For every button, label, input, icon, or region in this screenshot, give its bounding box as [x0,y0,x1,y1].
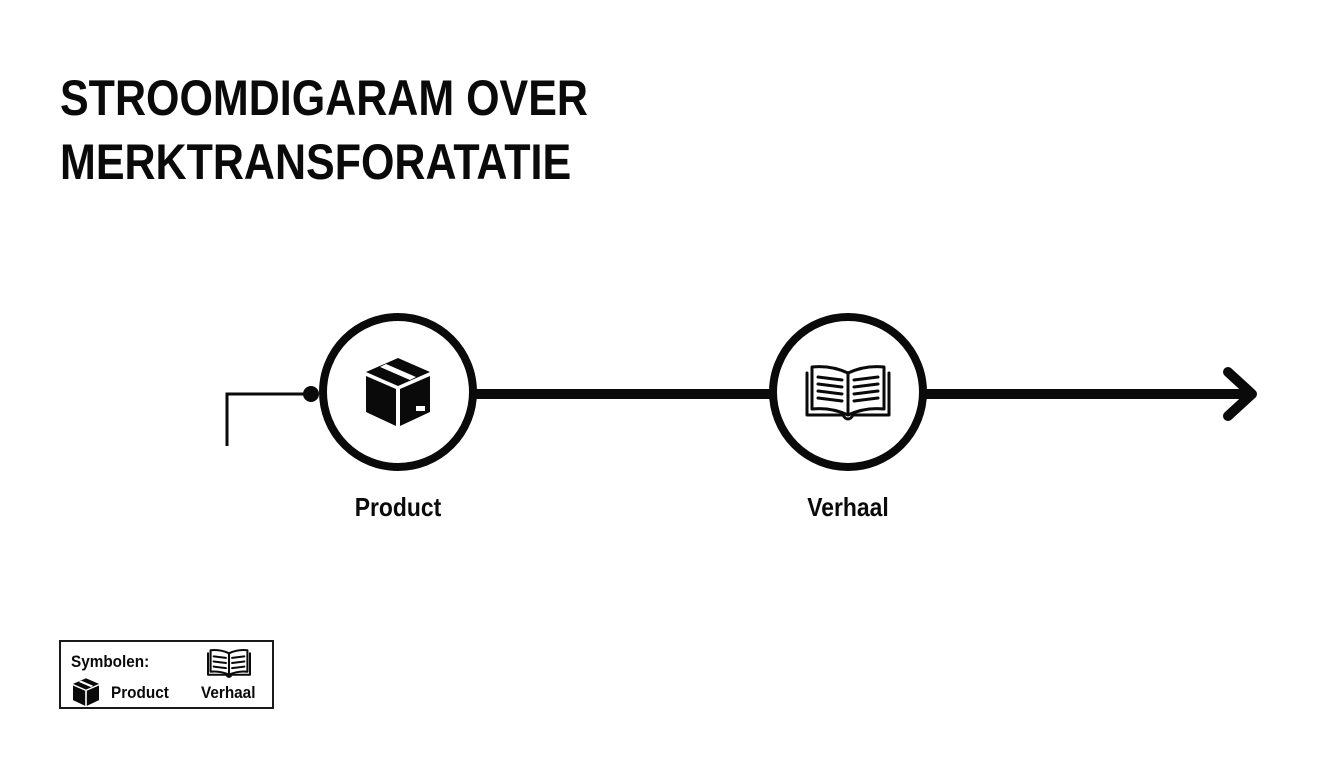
legend-item-verhaal-label: Verhaal [201,683,256,702]
legend-title: Symbolen: [71,652,150,671]
title-line-1: STROOMDIGARAM OVER [60,70,588,126]
node-verhaal-label: Verhaal [807,492,889,522]
legend: Symbolen: Product Verhaal [59,640,274,709]
open-book-icon [805,365,891,421]
arrowhead [1223,367,1257,421]
legend-item-product-label: Product [111,683,169,702]
node-product-label: Product [354,492,442,522]
start-dot [303,386,319,402]
box-icon [366,358,430,426]
diagram-title: STROOMDIGARAM OVER MERKTRANSFORATATIE [60,66,588,194]
open-book-icon [207,648,251,678]
box-icon [73,678,99,706]
title-line-2: MERKTRANSFORATATIE [60,134,572,190]
node-product [319,313,477,471]
node-product-circle [319,313,477,471]
start-connector [225,392,310,446]
node-verhaal [769,313,927,471]
